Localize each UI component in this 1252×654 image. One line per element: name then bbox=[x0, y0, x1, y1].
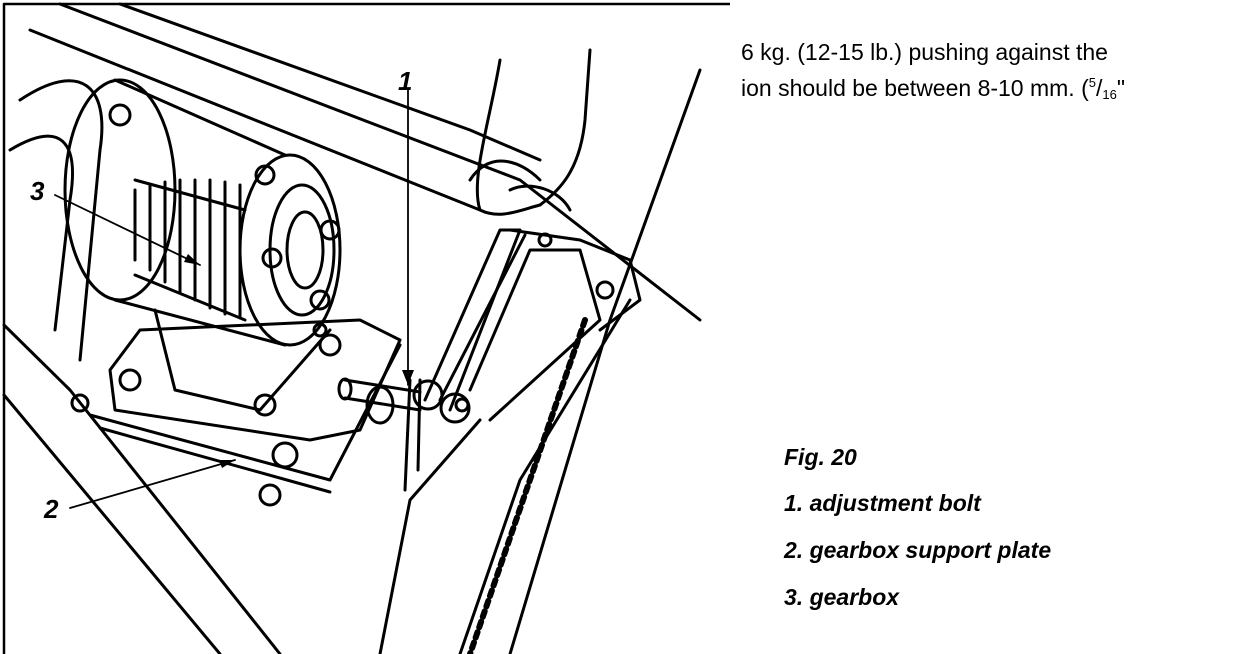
body-text-line-2-prefix: ion should be between 8-10 mm. ( bbox=[741, 75, 1089, 101]
caption-item-gearbox-support-plate: 2. gearbox support plate bbox=[784, 537, 1052, 563]
callout-1: 1 bbox=[398, 66, 412, 96]
caption-item-adjustment-bolt: 1. adjustment bolt bbox=[784, 490, 981, 516]
body-text-line-1: 6 kg. (12-15 lb.) pushing against the bbox=[741, 39, 1108, 65]
fraction-denominator: 16 bbox=[1102, 87, 1117, 102]
fraction-numerator: 5 bbox=[1088, 75, 1096, 90]
figure-caption-title: Fig. 20 bbox=[784, 444, 857, 470]
caption-item-gearbox: 3. gearbox bbox=[784, 584, 900, 610]
body-text-line-2-suffix: " bbox=[1116, 75, 1126, 101]
callout-3: 3 bbox=[30, 176, 45, 206]
body-text-line-2: ion should be between 8-10 mm. (5/16" bbox=[741, 75, 1126, 102]
gearbox-illustration: 1 2 3 bbox=[2, 2, 730, 654]
callout-2: 2 bbox=[43, 494, 59, 524]
